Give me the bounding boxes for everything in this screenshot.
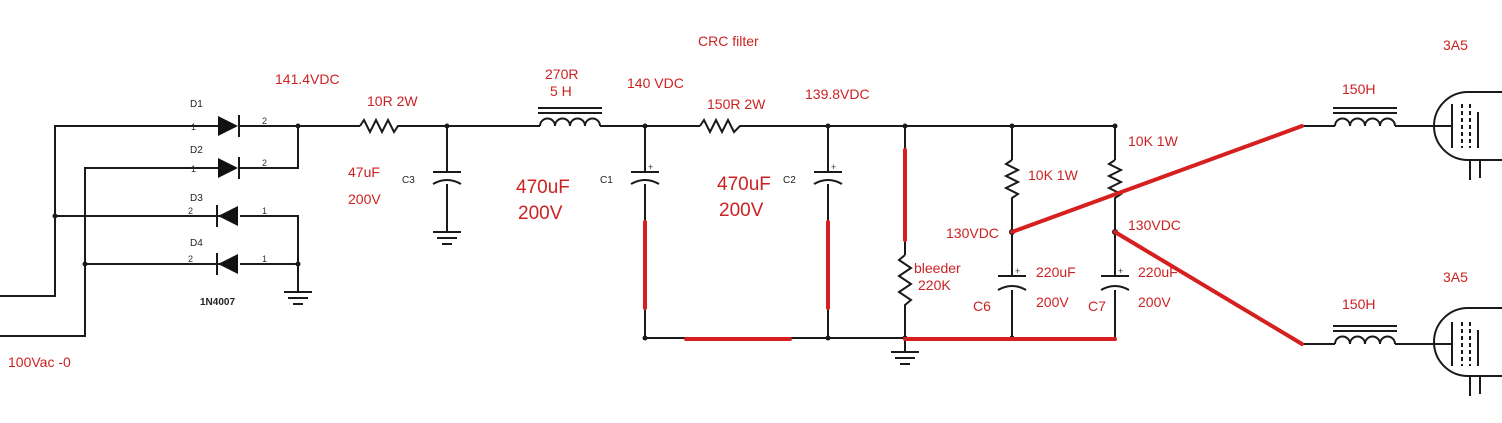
part-labels: D1 D2 D3 D4 1N4007 1 2 1 2 2 1 2 1 C3 C1… [188, 99, 1123, 308]
label-ac-input: 100Vac -0 [8, 354, 71, 370]
ground-icon [284, 291, 312, 305]
label-c7: C7 [1088, 298, 1106, 314]
label-r-right: 10K 1W [1128, 133, 1179, 149]
capacitors [432, 171, 1130, 291]
label-d3: D3 [190, 193, 203, 204]
pin-d1-anode: 1 [191, 122, 196, 132]
annotations: CRC filter 141.4VDC 10R 2W 47uF 200V 270… [8, 33, 1468, 370]
diode-d3 [216, 205, 238, 227]
ground-icon [433, 231, 461, 245]
label-bleeder-value: 220K [918, 277, 951, 293]
pin-d2-anode: 1 [191, 164, 196, 174]
tubes [1425, 91, 1502, 377]
label-c7-value: 220uF [1138, 264, 1178, 280]
label-r-left: 10K 1W [1028, 167, 1079, 183]
voltage-filter-out: 139.8VDC [805, 86, 870, 102]
capacitor-c1 [630, 171, 660, 185]
resistor-10k-left [1003, 159, 1021, 200]
capacitor-c3 [432, 171, 462, 185]
pin-d3-cathode: 2 [188, 206, 193, 216]
label-c-in-voltage: 200V [348, 191, 381, 207]
label-r1: 10R 2W [367, 93, 418, 109]
title-crc-filter: CRC filter [698, 33, 759, 49]
pin-d3-anode: 1 [262, 206, 267, 216]
label-c7-voltage: 200V [1138, 294, 1171, 310]
label-c2-voltage: 200V [719, 200, 764, 221]
label-diode-type: 1N4007 [200, 297, 235, 308]
resistor-150r [699, 117, 752, 135]
label-c6: C6 [973, 298, 991, 314]
pin-d4-anode: 1 [262, 254, 267, 264]
resistor-bleeder [897, 254, 913, 313]
label-c1-value: 470uF [516, 177, 570, 198]
capacitor-c7 [1100, 275, 1130, 291]
label-choke-bottom: 150H [1342, 296, 1375, 312]
label-d4: D4 [190, 238, 203, 249]
plus-c6: + [1015, 266, 1020, 276]
pin-d4-cathode: 2 [188, 254, 193, 264]
voltage-after-choke: 140 VDC [627, 75, 684, 91]
plus-c1: + [648, 162, 653, 172]
diode-d4 [216, 253, 238, 275]
ground-symbols [284, 231, 919, 365]
bridge-rectifier [216, 115, 240, 275]
label-c1-voltage: 200V [518, 203, 563, 224]
label-c-in-value: 47uF [348, 164, 380, 180]
pin-d2-cathode: 2 [262, 158, 267, 168]
label-c1: C1 [600, 175, 613, 186]
resistor-10r [359, 117, 402, 135]
label-choke-top: 150H [1342, 81, 1375, 97]
tube-3a5-top [1425, 91, 1502, 161]
inductors [538, 107, 1397, 345]
resistor-10k-right [1106, 159, 1124, 200]
capacitor-c2 [813, 171, 843, 185]
choke-5h [538, 107, 602, 127]
tube-3a5-bottom [1425, 307, 1502, 377]
diode-d2 [218, 157, 240, 179]
label-tube-top: 3A5 [1443, 37, 1468, 53]
label-c2: C2 [783, 175, 796, 186]
label-d2: D2 [190, 145, 203, 156]
label-d1: D1 [190, 99, 203, 110]
ground-icon [891, 351, 919, 365]
voltage-tap-right: 130VDC [1128, 217, 1181, 233]
choke-150h-top [1302, 107, 1397, 127]
voltage-rectified: 141.4VDC [275, 71, 340, 87]
label-choke-r: 270R [545, 66, 578, 82]
label-c6-voltage: 200V [1036, 294, 1069, 310]
choke-150h-bottom [1302, 325, 1397, 345]
diode-d1 [218, 115, 240, 137]
label-bleeder-name: bleeder [914, 260, 961, 276]
capacitor-c6 [997, 275, 1027, 291]
label-tube-bottom: 3A5 [1443, 269, 1468, 285]
red-overlay-wires [643, 124, 1304, 346]
label-c3: C3 [402, 175, 415, 186]
pin-d1-cathode: 2 [262, 116, 267, 126]
resistors [359, 117, 1124, 313]
plus-c7: + [1118, 266, 1123, 276]
label-r2: 150R 2W [707, 96, 766, 112]
label-choke-l: 5 H [550, 83, 572, 99]
label-c2-value: 470uF [717, 174, 771, 195]
voltage-tap-left: 130VDC [946, 225, 999, 241]
plus-c2: + [831, 162, 836, 172]
label-c6-value: 220uF [1036, 264, 1076, 280]
